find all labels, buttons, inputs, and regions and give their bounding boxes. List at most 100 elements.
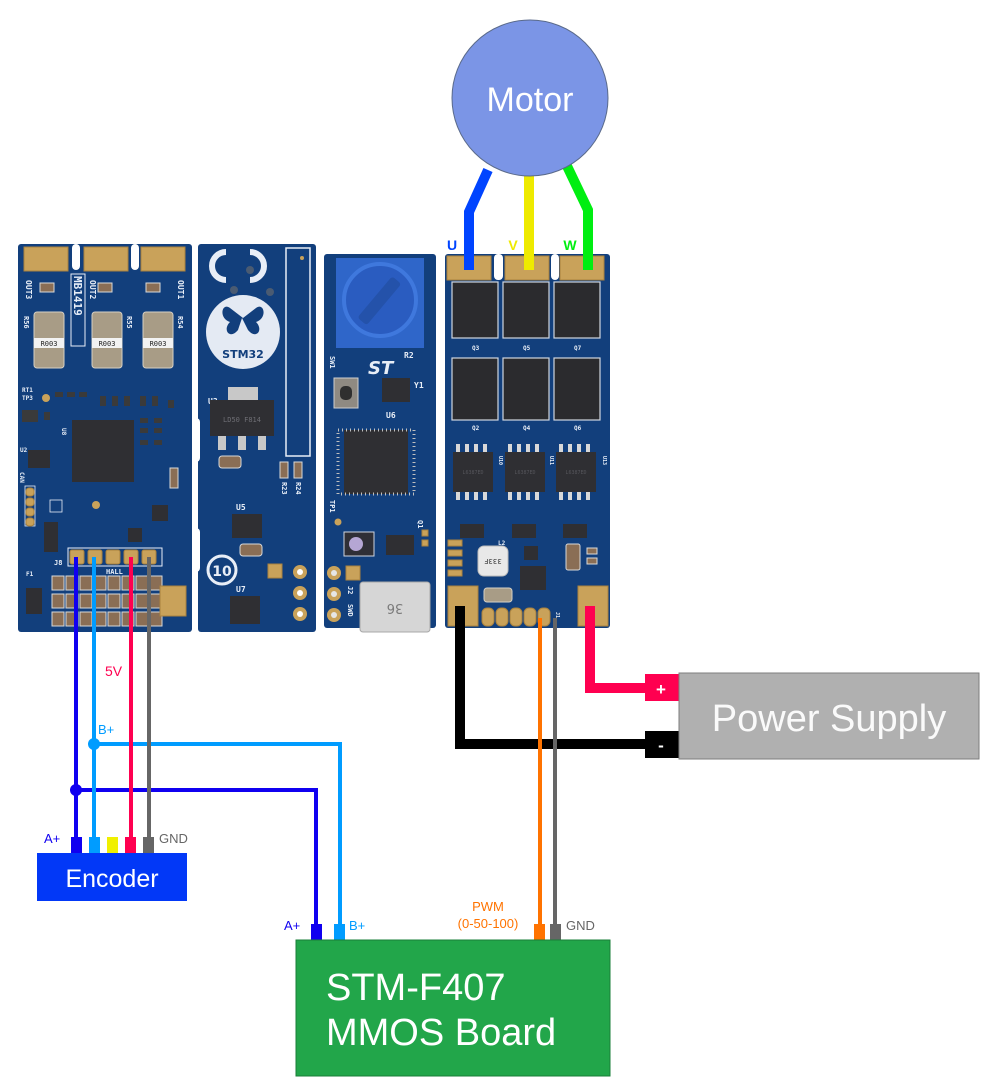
ce-mark-e	[249, 249, 267, 283]
out3-label: OUT3	[24, 280, 33, 299]
encoder: A+ GND Encoder	[37, 831, 188, 901]
signal-pad	[481, 607, 495, 627]
driver-pins	[456, 444, 590, 500]
driver-marking: L6387ED	[565, 470, 586, 476]
designator-j2: J2	[346, 586, 354, 594]
designator-r23: R23	[280, 482, 288, 495]
hole	[331, 591, 337, 597]
designator-j8: J8	[54, 559, 62, 567]
stm-pwm-range-label: (0-50-100)	[458, 916, 519, 931]
chip-u2	[28, 450, 50, 468]
phase-w-pad	[559, 255, 605, 281]
smd-component	[97, 282, 113, 293]
power-supply-box	[678, 672, 980, 760]
chip-u5	[232, 514, 262, 538]
diode	[563, 524, 587, 538]
board-notch	[131, 244, 139, 270]
designator-l2: L2	[498, 540, 506, 547]
stm-pin-gnd	[550, 924, 561, 941]
board-notch	[192, 418, 200, 462]
crystal-y1	[382, 378, 410, 402]
driver-board: Q3 Q5 Q7 Q2 Q4 Q6 L6387ED L6387ED L6387E…	[445, 254, 610, 628]
hall-connector-outline	[67, 547, 163, 567]
smd-component	[39, 282, 55, 293]
designator-tp3: TP3	[22, 395, 33, 402]
stm-a-label: A+	[284, 918, 300, 933]
power-supply-minus-terminal	[645, 731, 680, 758]
designator-u6: U6	[386, 411, 396, 420]
motor-circle	[451, 19, 609, 177]
shunt-band	[143, 338, 173, 348]
designator-u5: U5	[236, 503, 246, 512]
designator-sw1: SW1	[328, 356, 336, 369]
encoder-gnd-pin-label: GND	[159, 831, 188, 846]
signal-pad	[509, 607, 523, 627]
hole	[297, 611, 303, 617]
gate-driver-u10	[453, 452, 493, 492]
encoder-pin-z	[107, 837, 118, 854]
driver-marking: L6387ED	[514, 470, 535, 476]
designator-y1: Y1	[414, 381, 424, 390]
inductor-marking: 333F	[484, 557, 501, 565]
designator-j1: J1	[554, 612, 560, 618]
shunt-value: R003	[150, 340, 167, 348]
ldo-board: STM32 U3 LD50 F814 R23 R24 U5 10 U7	[192, 244, 316, 632]
test-point-tp1	[334, 518, 342, 526]
stm-f407-board: A+ B+ PWM (0-50-100) GND STM-F407 MMOS B…	[284, 899, 611, 1077]
mcu-u6	[344, 430, 408, 494]
edge-pad	[447, 569, 463, 577]
recycle-icon	[206, 554, 238, 586]
button-actuator	[340, 386, 352, 400]
gate-driver-u13	[556, 452, 596, 492]
stm-board-box	[295, 939, 611, 1077]
antenna-dot	[300, 256, 304, 260]
power-supply-plus-terminal	[645, 674, 680, 701]
encoder-wiring: 5V B+	[70, 557, 342, 930]
smd-component	[239, 543, 263, 557]
via	[246, 266, 254, 274]
resistor-r24	[293, 461, 303, 479]
designator-swd: SWD	[346, 604, 354, 617]
smd-pad	[421, 529, 429, 537]
designator-u11: U11	[548, 456, 554, 465]
hole	[331, 612, 337, 618]
diode	[460, 524, 484, 538]
led	[586, 557, 598, 565]
encoder-box	[37, 853, 187, 901]
designator-u2: U2	[20, 447, 28, 454]
board-notch	[551, 254, 559, 280]
diode	[44, 522, 58, 552]
stm-pin-pwm	[534, 924, 545, 941]
designator-u10: U10	[497, 456, 503, 465]
designator-can: CAN	[18, 472, 25, 483]
reset-button-sw1	[333, 377, 359, 409]
smd-pad	[421, 539, 429, 547]
mosfet-q4	[502, 357, 550, 421]
encoder-pin-a	[71, 837, 82, 854]
capacitor	[483, 587, 513, 603]
signal-pad	[495, 607, 509, 627]
stm-board-label-line2: MMOS Board	[326, 1012, 556, 1054]
butterfly-icon	[222, 306, 264, 335]
edge-pad	[447, 559, 463, 567]
encoder-a-pin-label: A+	[44, 831, 60, 846]
signal-pad	[523, 607, 537, 627]
motor-group: Motor U V W	[447, 19, 609, 270]
hole	[297, 569, 303, 575]
designator-r2: R2	[404, 351, 414, 360]
swd-pad	[345, 565, 361, 581]
power-supply-label: Power Supply	[712, 698, 946, 740]
mosfet-q2	[451, 357, 499, 421]
out2-label: OUT2	[88, 280, 97, 299]
designator-q4: Q4	[523, 425, 531, 432]
encoder-pin-b	[89, 837, 100, 854]
chip-u12	[128, 528, 142, 542]
shunt-label: R54	[176, 316, 184, 329]
mosfet-q3	[451, 281, 499, 339]
driver-marking: L6387ED	[462, 470, 483, 476]
designator-q2: Q2	[472, 425, 480, 432]
board-notch	[72, 244, 80, 270]
designator-tp1: TP1	[328, 500, 336, 513]
phase-w-label: W	[563, 237, 577, 253]
smd-component	[145, 282, 161, 293]
